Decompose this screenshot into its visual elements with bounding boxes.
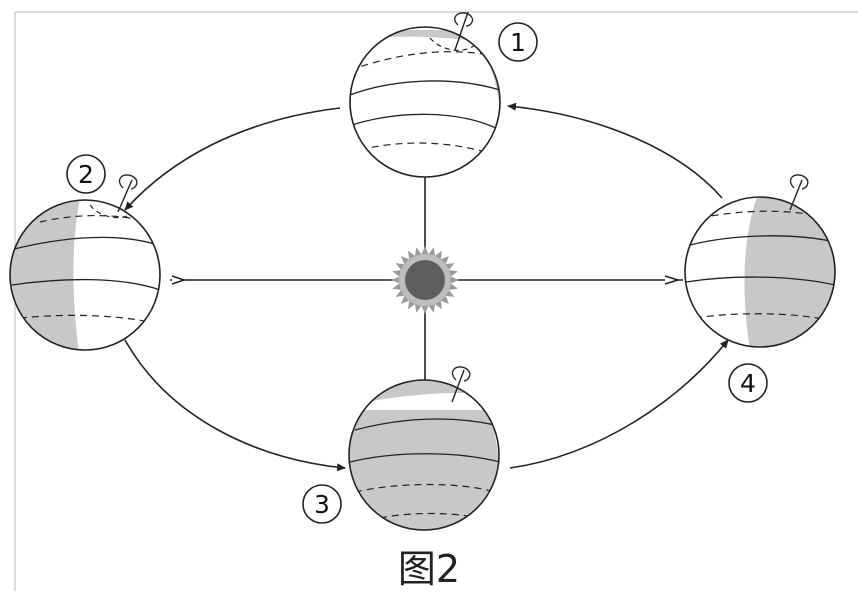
svg-text:2: 2 — [78, 160, 94, 189]
sun-rays — [170, 140, 683, 385]
earth-position-2 — [9, 174, 161, 351]
figure-caption: 图2 — [397, 547, 461, 591]
orbit-arc-2-to-3 — [124, 339, 346, 472]
sun — [391, 246, 459, 314]
svg-text:1: 1 — [510, 28, 526, 57]
orbit-arc-4-to-1 — [507, 102, 723, 199]
orbit-path — [124, 102, 729, 472]
orbit-arc-1-to-2 — [124, 107, 341, 211]
label-2: 2 — [66, 154, 106, 194]
orbit-arc-3-to-4 — [509, 339, 729, 469]
svg-text:4: 4 — [740, 369, 756, 398]
label-4: 4 — [728, 363, 768, 403]
earth-position-3 — [348, 366, 500, 531]
earth-position-4 — [684, 174, 836, 348]
label-3: 3 — [302, 484, 342, 524]
svg-text:3: 3 — [314, 490, 330, 519]
label-1: 1 — [498, 22, 538, 62]
earth-position-1 — [349, 11, 501, 178]
